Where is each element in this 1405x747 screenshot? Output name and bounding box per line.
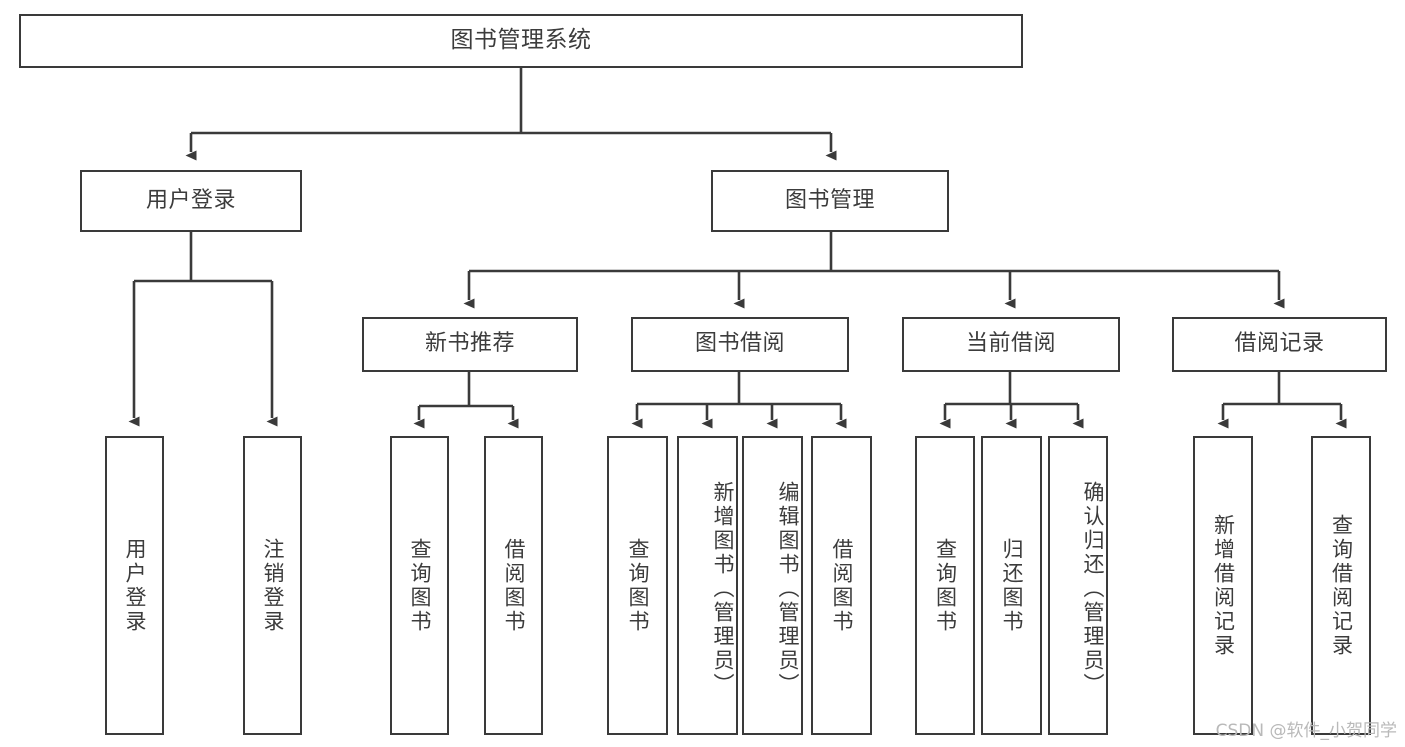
node-leaf-query-book-1[interactable]: 查询图书 — [390, 436, 449, 735]
node-leaf-query-record[interactable]: 查询借阅记录 — [1311, 436, 1371, 735]
node-borrow-record[interactable]: 借阅记录 — [1172, 317, 1387, 372]
node-leaf-logout-login[interactable]: 注销登录 — [243, 436, 302, 735]
node-leaf-borrow-book-2[interactable]: 借阅图书 — [811, 436, 872, 735]
node-leaf-query-book-2[interactable]: 查询图书 — [607, 436, 668, 735]
node-leaf-borrow-book-1[interactable]: 借阅图书 — [484, 436, 543, 735]
node-leaf-edit-book[interactable]: 编辑图书（管理员） — [742, 436, 803, 735]
node-leaf-return-book[interactable]: 归还图书 — [981, 436, 1042, 735]
watermark-text: CSDN @软件_小贺同学 — [1215, 721, 1397, 741]
node-leaf-add-book[interactable]: 新增图书（管理员） — [677, 436, 738, 735]
node-current-borrow[interactable]: 当前借阅 — [902, 317, 1120, 372]
node-book-borrow[interactable]: 图书借阅 — [631, 317, 849, 372]
node-new-book-recommend[interactable]: 新书推荐 — [362, 317, 578, 372]
node-user-login[interactable]: 用户登录 — [80, 170, 302, 232]
node-root-system[interactable]: 图书管理系统 — [19, 14, 1023, 68]
node-leaf-add-record[interactable]: 新增借阅记录 — [1193, 436, 1253, 735]
node-leaf-user-login[interactable]: 用户登录 — [105, 436, 164, 735]
node-book-management[interactable]: 图书管理 — [711, 170, 949, 232]
node-leaf-query-book-3[interactable]: 查询图书 — [915, 436, 975, 735]
node-leaf-confirm-return[interactable]: 确认归还（管理员） — [1048, 436, 1108, 735]
